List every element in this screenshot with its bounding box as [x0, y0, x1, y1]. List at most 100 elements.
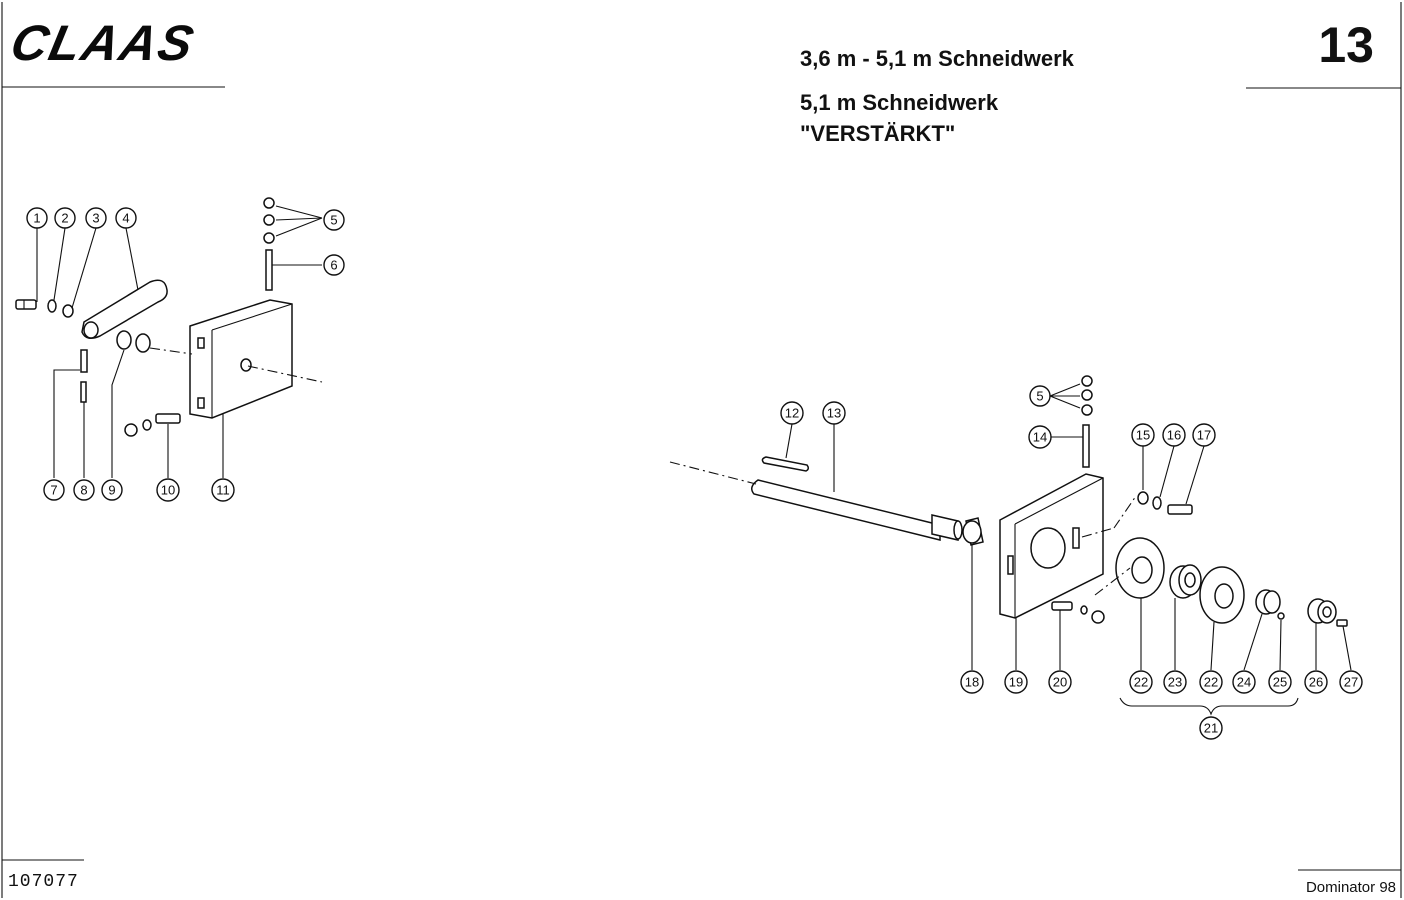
bolt-part	[155, 413, 181, 424]
svg-text:9: 9	[108, 483, 115, 498]
pin-part	[80, 381, 87, 403]
svg-text:18: 18	[965, 675, 979, 690]
pin-part	[80, 349, 88, 373]
left-assembly	[15, 197, 323, 478]
svg-text:20: 20	[1053, 675, 1067, 690]
svg-text:12: 12	[785, 406, 799, 421]
callout-5: 5	[1029, 385, 1051, 407]
washer-part	[1080, 605, 1088, 615]
callout-21: 21	[1199, 716, 1223, 740]
callout-20: 20	[1048, 670, 1072, 694]
callout-2: 2	[54, 207, 76, 229]
callout-12: 12	[780, 401, 804, 425]
callout-4: 4	[115, 207, 137, 229]
svg-text:3: 3	[92, 211, 99, 226]
bushing-part	[962, 517, 984, 546]
svg-text:24: 24	[1237, 675, 1251, 690]
bolt-part	[1082, 424, 1090, 468]
nut-part	[1081, 404, 1093, 416]
bolt-part	[1051, 601, 1073, 611]
callout-3: 3	[85, 207, 107, 229]
model-name: Dominator 98	[1305, 879, 1396, 896]
section-title: 3,6 m - 5,1 m Schneidwerk	[800, 46, 1074, 71]
nut-part	[1081, 375, 1093, 387]
collar-part	[1255, 589, 1281, 615]
svg-text:11: 11	[216, 483, 230, 498]
washer-part	[1137, 491, 1149, 505]
svg-text:5: 5	[330, 213, 337, 228]
callout-17: 17	[1192, 423, 1216, 447]
callout-15: 15	[1131, 423, 1155, 447]
svg-text:5: 5	[1036, 389, 1043, 404]
callout-13: 13	[822, 401, 846, 425]
shaft-part	[669, 461, 963, 541]
housing-plate-part	[999, 473, 1104, 619]
callout-18: 18	[960, 670, 984, 694]
svg-text:10: 10	[161, 483, 175, 498]
nut-part	[124, 423, 138, 437]
svg-text:22: 22	[1134, 675, 1148, 690]
nut-part	[1091, 610, 1105, 624]
callout-26: 26	[1304, 670, 1328, 694]
callout-19: 19	[1004, 670, 1028, 694]
svg-text:2: 2	[61, 211, 68, 226]
nut-part	[263, 232, 275, 244]
callout-8: 8	[73, 479, 95, 501]
nut-part	[1081, 389, 1093, 401]
washer-part	[1152, 496, 1162, 510]
callout-27: 27	[1339, 670, 1363, 694]
key-part	[761, 456, 810, 472]
svg-text:19: 19	[1009, 675, 1023, 690]
screw-part	[1336, 619, 1348, 627]
washer-part	[47, 299, 57, 313]
ring-part	[1307, 598, 1337, 624]
washer-part	[142, 419, 152, 431]
svg-text:4: 4	[122, 211, 129, 226]
callout-7: 7	[43, 479, 65, 501]
callout-23: 23	[1163, 670, 1187, 694]
svg-text:6: 6	[330, 258, 337, 273]
washer-part	[116, 330, 132, 350]
plate-part	[189, 299, 293, 419]
bolt-part	[1167, 504, 1193, 515]
callout-10: 10	[156, 478, 180, 502]
callout-22: 22	[1129, 670, 1153, 694]
svg-text:7: 7	[50, 483, 57, 498]
callout-24: 24	[1232, 670, 1256, 694]
callout-5: 5	[323, 209, 345, 231]
svg-text:25: 25	[1273, 675, 1287, 690]
callout-22: 22	[1199, 670, 1223, 694]
callout-6: 6	[323, 254, 345, 276]
bolt-part	[15, 299, 37, 310]
svg-text:23: 23	[1168, 675, 1182, 690]
callout-25: 25	[1268, 670, 1292, 694]
section-subtitle: 5,1 m Schneidwerk	[800, 90, 999, 115]
svg-text:13: 13	[827, 406, 841, 421]
svg-text:16: 16	[1167, 428, 1181, 443]
page-number: 13	[1318, 17, 1374, 73]
nut-part	[62, 304, 74, 318]
set-screw-part	[1277, 612, 1285, 620]
svg-text:8: 8	[80, 483, 87, 498]
washer-part	[135, 333, 151, 353]
nut-part	[263, 214, 275, 226]
callout-11: 11	[211, 478, 235, 502]
svg-text:17: 17	[1197, 428, 1211, 443]
callout-16: 16	[1162, 423, 1186, 447]
svg-text:21: 21	[1204, 721, 1218, 736]
svg-text:26: 26	[1309, 675, 1323, 690]
drawing-number: 107077	[8, 872, 79, 892]
section-variant: "VERSTÄRKT"	[800, 121, 956, 146]
bolt-part	[265, 249, 273, 291]
bearing-part	[1169, 564, 1202, 599]
callout-9: 9	[101, 479, 123, 501]
callout-14: 14	[1028, 425, 1052, 449]
svg-text:14: 14	[1033, 430, 1047, 445]
svg-text:22: 22	[1204, 675, 1218, 690]
svg-text:1: 1	[33, 211, 40, 226]
flange-part	[1115, 537, 1165, 599]
svg-text:15: 15	[1136, 428, 1150, 443]
flange-part	[1199, 566, 1245, 624]
